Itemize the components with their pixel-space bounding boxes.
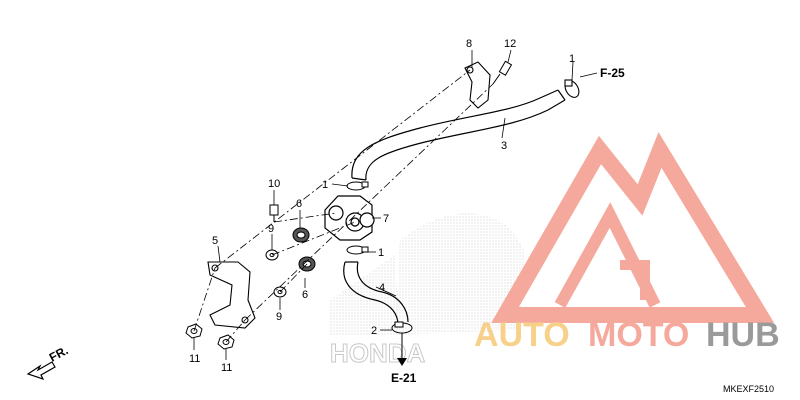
bolt-12 <box>492 60 513 85</box>
clamp-valve-top <box>346 181 369 191</box>
bolt-10 <box>269 204 279 222</box>
automotohub-logo <box>491 132 775 323</box>
clamp-2 <box>391 321 413 360</box>
arrow-e21 <box>397 358 407 366</box>
assembly-lines <box>193 69 494 343</box>
callout-2: 2 <box>371 325 377 337</box>
callout-11-right: 11 <box>221 362 232 374</box>
callout-7: 7 <box>383 213 389 225</box>
clamp-valve-bottom <box>346 245 369 255</box>
front-arrow <box>26 361 56 381</box>
callout-1-top: 1 <box>569 53 575 65</box>
callout-10: 10 <box>268 178 280 190</box>
callout-3: 3 <box>501 140 507 152</box>
callout-1-low: 1 <box>378 247 384 259</box>
watermark-moto: MOTO <box>588 316 689 354</box>
callout-9-upper: 9 <box>268 223 274 235</box>
grommet-6-upper <box>292 227 310 243</box>
honda-wing-watermark <box>330 213 525 335</box>
hose-lower <box>343 261 409 326</box>
callout-6-upper: 6 <box>296 198 302 210</box>
callout-5: 5 <box>212 235 218 247</box>
callout-11-left: 11 <box>189 353 200 365</box>
callout-1-mid: 1 <box>322 179 328 191</box>
watermark-hub: HUB <box>706 316 780 354</box>
callout-12: 12 <box>504 38 516 50</box>
ref-f25: F-25 <box>600 66 625 80</box>
callout-4: 4 <box>379 282 385 294</box>
diagram-code: MKEXF2510 <box>723 384 774 394</box>
ref-e21: E-21 <box>391 371 417 385</box>
front-label: FR. <box>47 343 71 364</box>
honda-wordmark: HONDA <box>330 338 426 368</box>
callout-6-lower: 6 <box>302 289 308 301</box>
callout-8: 8 <box>466 38 472 50</box>
watermark-auto: AUTO <box>474 316 570 354</box>
callout-9-lower: 9 <box>276 311 282 323</box>
leader-lines <box>193 49 598 360</box>
bracket-8 <box>464 61 491 109</box>
bracket-5 <box>207 261 256 329</box>
clamp-upper-right <box>564 79 580 98</box>
valve-assembly-7 <box>324 195 375 241</box>
hose-upper <box>351 89 566 181</box>
